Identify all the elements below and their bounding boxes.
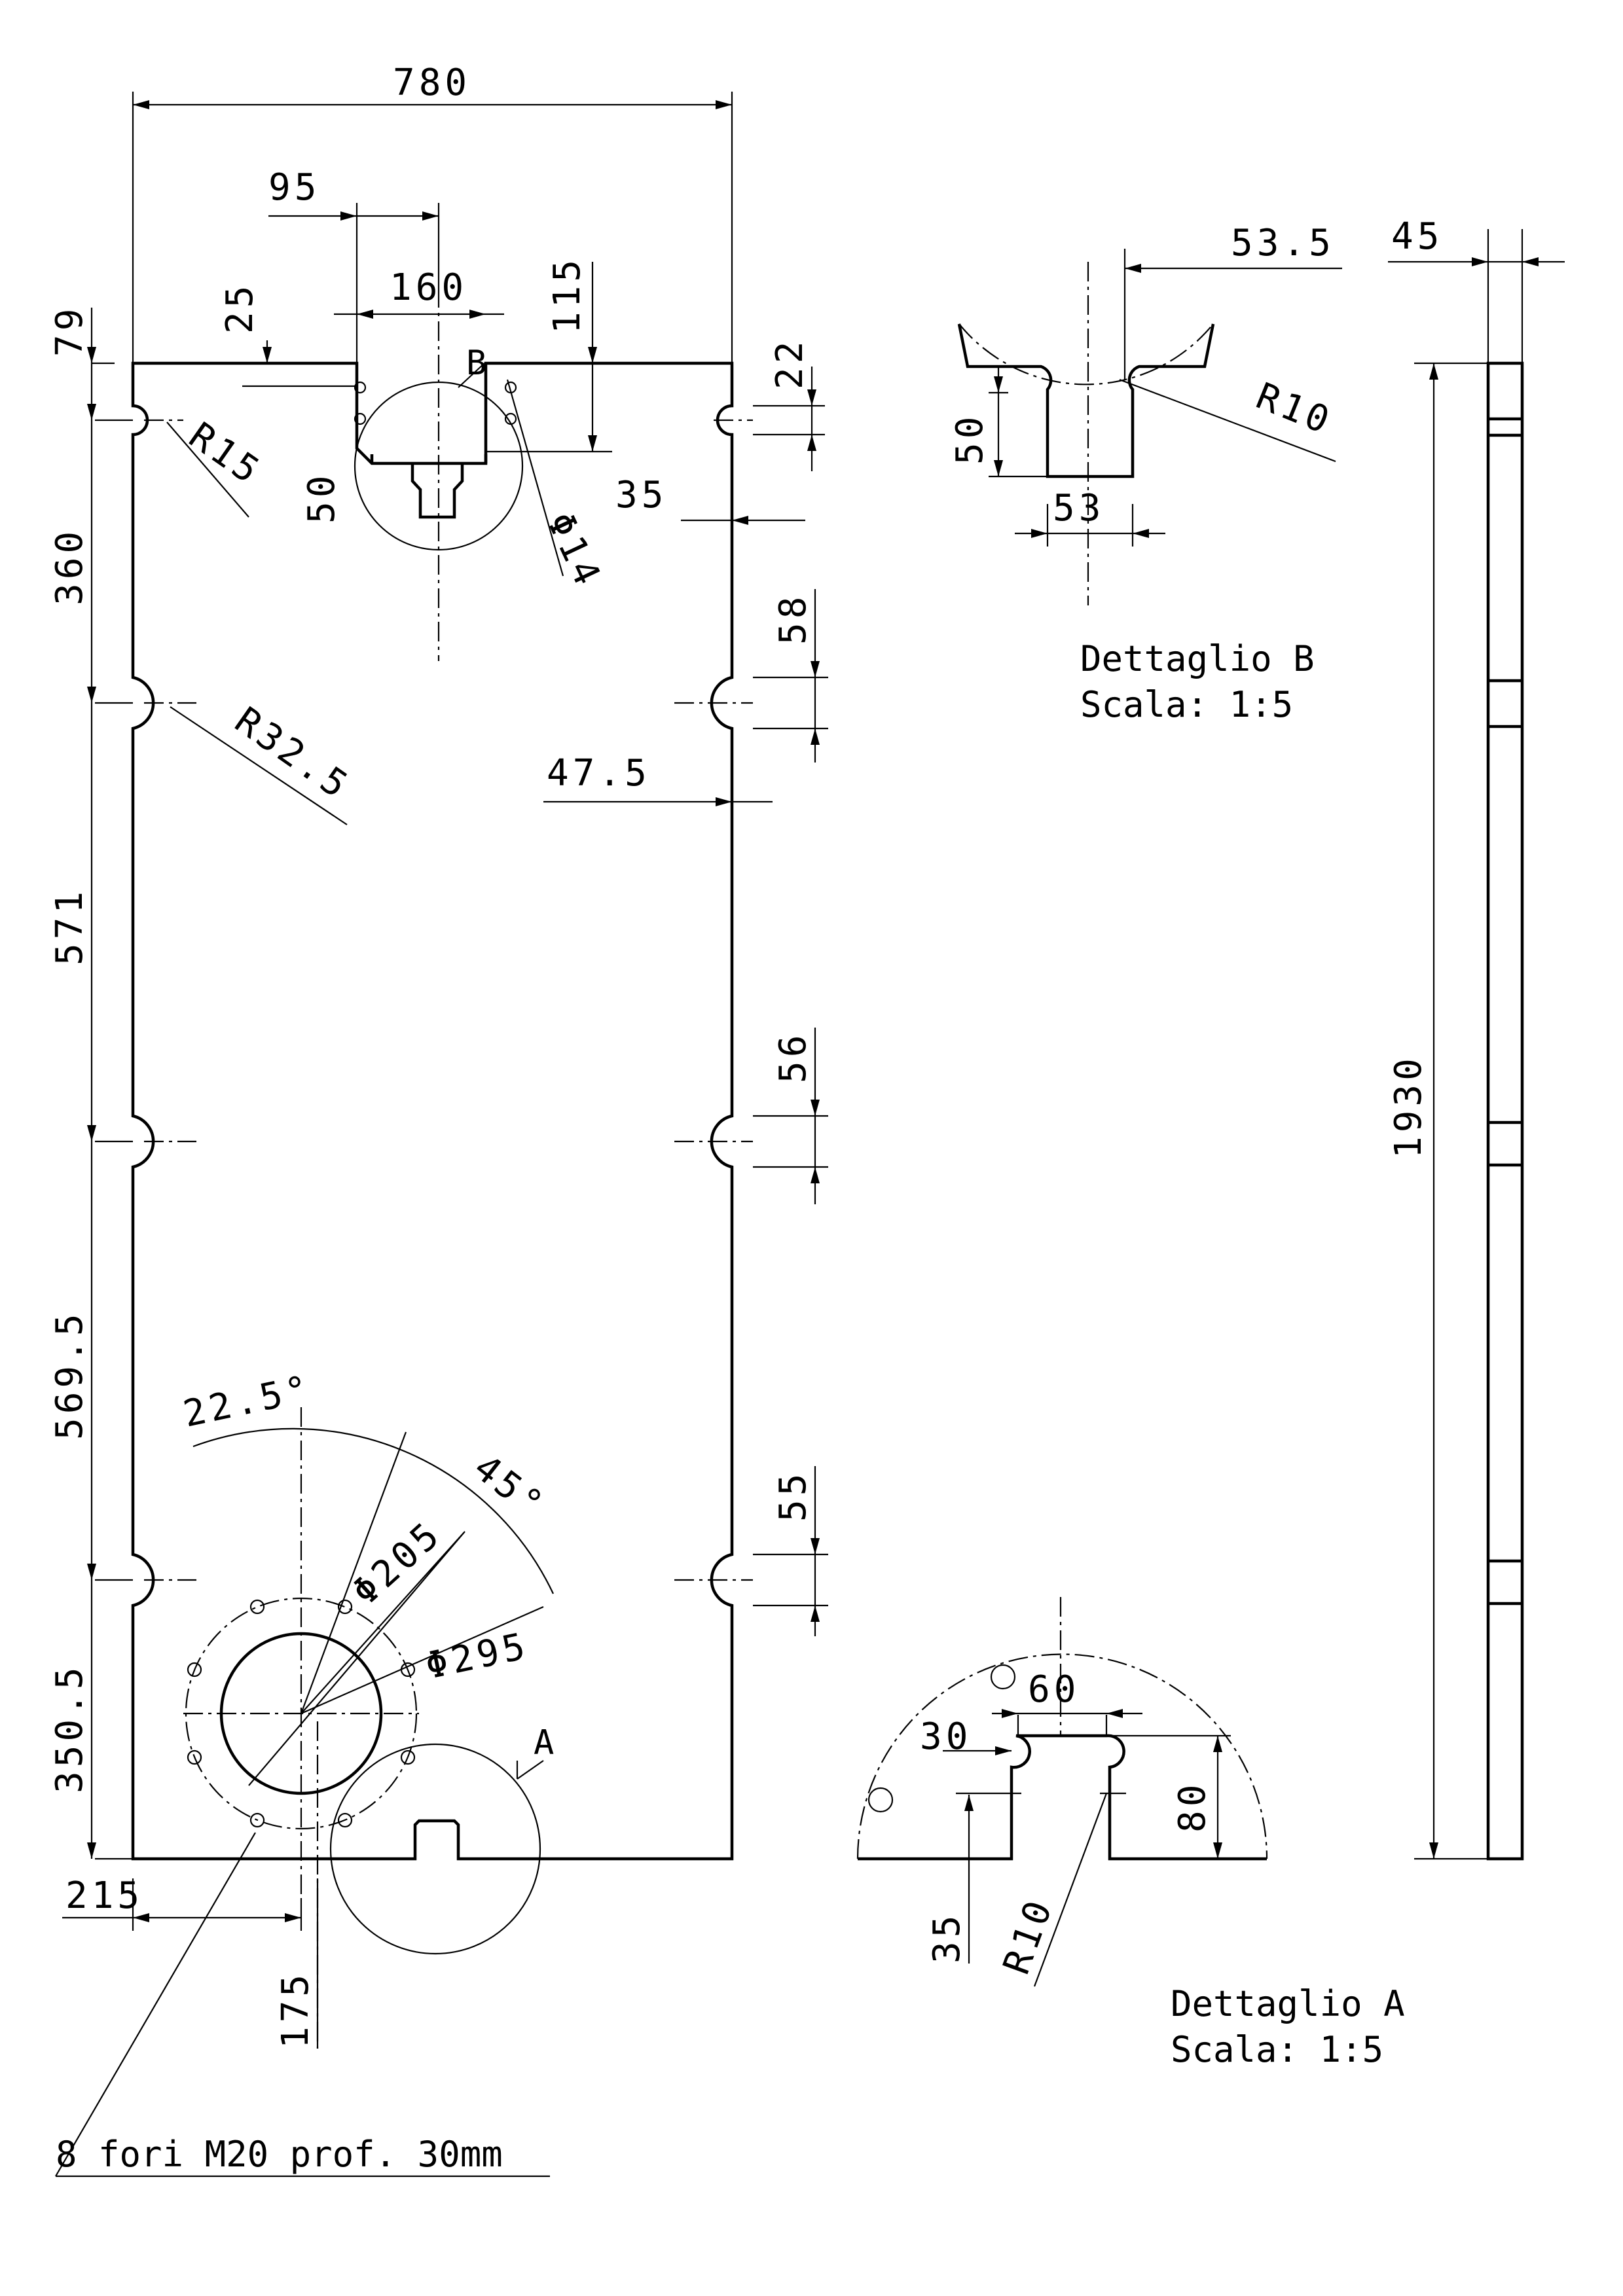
- detail-b-radius: R10: [1250, 375, 1339, 444]
- arrow: [1213, 1736, 1222, 1752]
- dim-top-notch-offset: 95: [268, 166, 320, 209]
- detail-a-outline-arc: [856, 1653, 1268, 1859]
- detail-a-title: Dettaglio A: [1171, 1983, 1405, 2024]
- dim-bore-diameter: Φ205: [344, 1513, 450, 1614]
- dim-large-slot-depth: 47.5: [547, 752, 651, 795]
- bolt-hole: [187, 1749, 202, 1765]
- small-hole: [354, 381, 367, 394]
- dim-large-slot-height-1: 58: [772, 593, 814, 645]
- detail-a-radius: R10: [995, 1892, 1062, 1980]
- dim-slot-spacing-1: 360: [48, 528, 91, 605]
- holes-note: 8 fori M20 prof. 30mm: [56, 2134, 503, 2175]
- dim-small-slot-radius: R15: [181, 414, 270, 494]
- side-slot-lines: [1488, 417, 1522, 1605]
- bolt-circle: [185, 1597, 418, 1830]
- detail-a-dim-width: 60: [1028, 1668, 1080, 1711]
- arrow: [1472, 257, 1488, 266]
- arrow: [1429, 363, 1438, 380]
- dim-bolt-circle-diameter: Φ295: [422, 1624, 532, 1688]
- bolt-hole: [337, 1812, 353, 1828]
- dim-top-notch-width: 160: [390, 266, 467, 309]
- dim-slot-spacing-2: 571: [48, 888, 91, 965]
- dim-angle-1: 22.5°: [179, 1367, 316, 1436]
- detail-b-dim-width: 53: [1053, 487, 1104, 529]
- bolt-hole: [249, 1599, 265, 1615]
- arrow: [1002, 1709, 1018, 1718]
- dim-small-slot-height: 22: [769, 338, 811, 389]
- detail-b-dim-width-offset: 53.5: [1231, 222, 1335, 264]
- bolt-hole: [249, 1812, 265, 1828]
- arrow: [1106, 1709, 1123, 1718]
- dim-large-slot-height-2: 56: [772, 1031, 814, 1083]
- dim-large-slot-radius: R32.5: [227, 699, 358, 808]
- arrow: [1125, 264, 1141, 273]
- detail-a-dim-height: 35: [926, 1912, 968, 1964]
- dimension-lines-main: [62, 92, 828, 2049]
- dim-small-slot-depth: 35: [615, 474, 667, 516]
- side-profile: [1486, 361, 1524, 1861]
- detail-b: 53.5 50 53 R10 Dettaglio B Scala: 1:5: [949, 222, 1342, 725]
- dim-notch-depth: 115: [546, 256, 589, 334]
- dim-angle-2: 45°: [465, 1446, 553, 1528]
- dim-overall-height: 1930: [1387, 1054, 1430, 1158]
- detail-b-scale: Scala: 1:5: [1080, 684, 1293, 725]
- dim-slot-spacing-4: 350.5: [48, 1663, 91, 1793]
- side-view: 45 1930: [1387, 215, 1565, 1861]
- detail-a-hole: [867, 1787, 894, 1813]
- arrow: [994, 376, 1003, 393]
- arrow: [995, 1746, 1012, 1755]
- dim-edge-to-slot: 79: [48, 305, 91, 357]
- detail-b-profile: [957, 323, 1215, 478]
- bolt-hole: [400, 1749, 416, 1765]
- angle-lines: [248, 1431, 544, 1786]
- dim-bore-offset-x: 215: [65, 1874, 143, 1917]
- small-hole: [504, 412, 517, 425]
- bolt-holes: [187, 1599, 416, 1828]
- detail-b-reference: B: [466, 344, 486, 383]
- slot-centerlines: [144, 288, 753, 1581]
- arrow: [964, 1795, 974, 1811]
- dim-bore-offset-y: 175: [274, 1971, 317, 2049]
- detail-b-title: Dettaglio B: [1080, 638, 1315, 679]
- detail-a-scale: Scala: 1:5: [1171, 2029, 1383, 2070]
- main-view: 780 95 160 25 115 50 79 360 571 569.5 35…: [48, 62, 828, 2178]
- arrow: [1031, 529, 1048, 538]
- arrow: [1522, 257, 1539, 266]
- top-notch-inner-t: [410, 463, 464, 519]
- arrow: [994, 460, 1003, 476]
- bore: [219, 1632, 383, 1795]
- small-hole: [354, 412, 367, 425]
- dim-overall-width: 780: [393, 62, 471, 104]
- dim-large-slot-height-3: 55: [772, 1470, 814, 1522]
- detail-b-outline-arc: [958, 323, 1214, 386]
- arrow: [1133, 529, 1149, 538]
- angle-arc: [192, 1427, 554, 1594]
- top-notch-t-slot: [370, 454, 488, 463]
- dim-hole-diameter-top: Φ14: [538, 506, 610, 594]
- dimension-arrows: [87, 100, 820, 1922]
- detail-a-dim-offset: 30: [920, 1715, 972, 1758]
- dim-chamfer-depth: 25: [219, 282, 261, 334]
- detail-a-circle: [329, 1743, 541, 1955]
- dim-thickness: 45: [1391, 215, 1443, 258]
- detail-a-hole: [990, 1664, 1016, 1690]
- bolt-hole: [337, 1599, 353, 1615]
- detail-a: 60 30 80 35 R10 Dettaglio A Scala: 1:5: [856, 1597, 1405, 2070]
- bolt-hole: [187, 1662, 202, 1677]
- dim-notch-inner-height: 50: [301, 472, 343, 524]
- plate-outline: [131, 361, 734, 1861]
- arrow: [1429, 1842, 1438, 1859]
- dim-slot-spacing-3: 569.5: [48, 1310, 91, 1440]
- side-dimension-lines: [1388, 229, 1565, 1860]
- bore-center-lines: [183, 1407, 419, 2049]
- detail-a-dimension-lines: [943, 1712, 1231, 1987]
- detail-a-dim-depth: 80: [1171, 1781, 1214, 1833]
- detail-a-reference: A: [534, 1723, 554, 1763]
- arrow: [1213, 1842, 1222, 1859]
- detail-b-dim-depth: 50: [949, 413, 991, 465]
- leader-lines: [55, 363, 564, 2178]
